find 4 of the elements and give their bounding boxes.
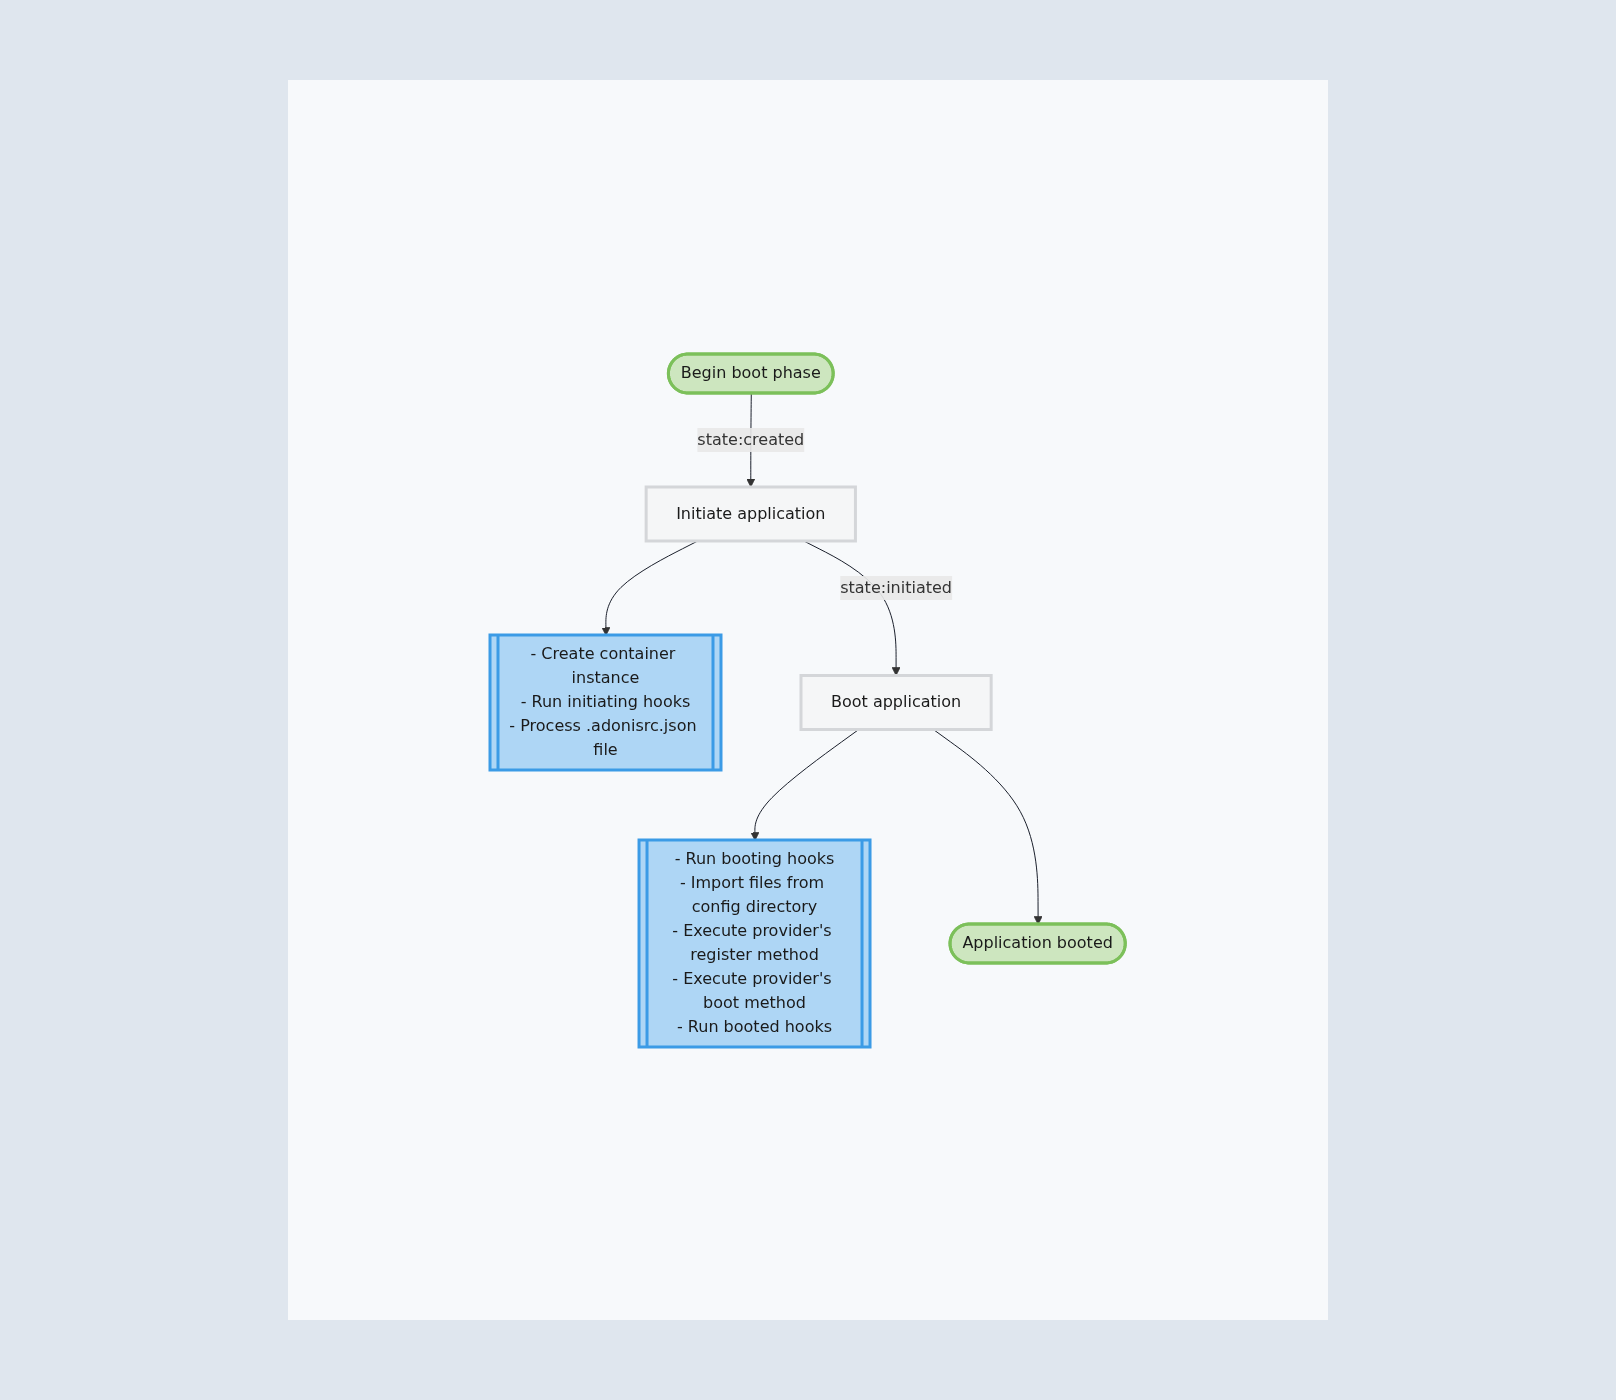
node-box: Boot application: [799, 673, 994, 731]
edge-label: state:created: [697, 429, 805, 449]
edge-label: state:initiated: [840, 577, 953, 597]
node-box: Initiate application: [645, 485, 858, 542]
